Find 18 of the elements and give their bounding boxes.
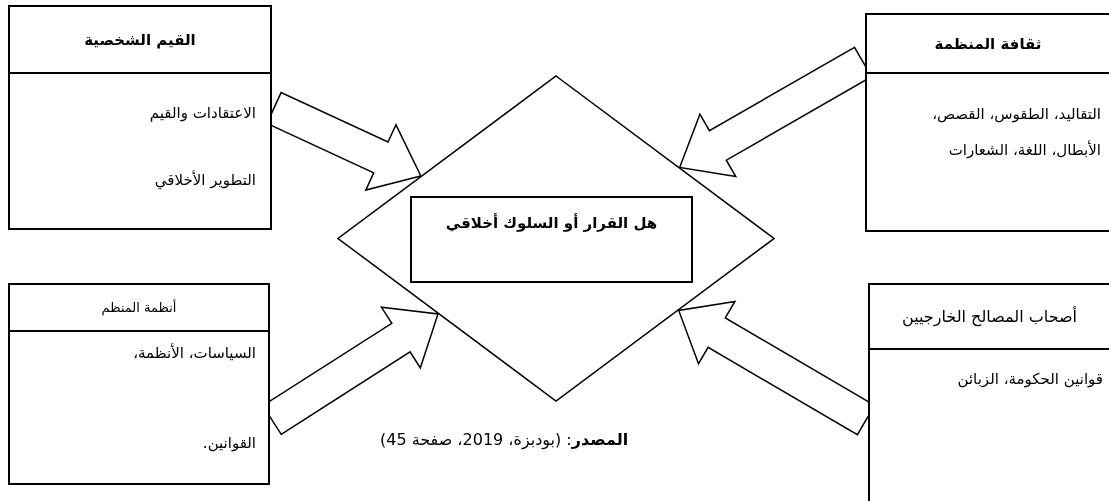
item-text: قوانين الحكومة، الزبائن [957, 369, 1103, 390]
question-box [410, 196, 693, 283]
factor-box [865, 13, 1109, 232]
factor-box [8, 5, 272, 230]
box-heading: القيم الشخصية [10, 7, 270, 74]
factor-box [868, 283, 1109, 501]
box-heading: أصحاب المصالح الخارجيين [870, 285, 1109, 350]
item-text: السياسات، الأنظمة، [133, 342, 256, 364]
question-text: هل القرار أو السلوك أخلاقي [444, 214, 659, 232]
item-text: التقاليد، الطقوس، القصص، الأبطال، اللغة، الشعارات [931, 104, 1101, 161]
box-heading: ثقافة المنظمة [867, 15, 1109, 74]
item-text: القوانين. [202, 433, 256, 454]
item-text: الاعتقادات والقيم [149, 103, 256, 124]
item-text: التطوير الأخلاقي [154, 169, 256, 191]
box-heading: أنظمة المنظم [10, 285, 268, 332]
factor-box [8, 283, 270, 485]
decision-diamond [337, 75, 775, 402]
source-caption: المصدر: (بودبزة، 2019، صفحة 45) [380, 430, 629, 449]
